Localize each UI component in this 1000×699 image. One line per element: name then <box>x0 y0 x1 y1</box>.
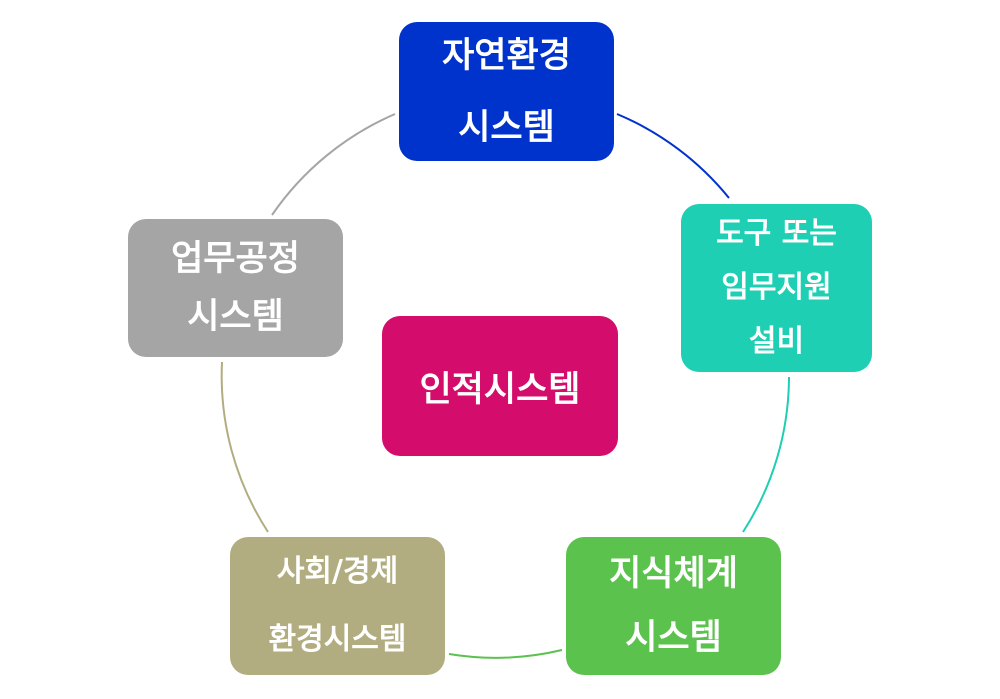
connector-natural-to-tools <box>616 113 730 199</box>
connector-social-to-work <box>220 361 269 533</box>
center-label: 인적시스템 <box>419 369 581 410</box>
node-label-line: 지식체계 <box>609 554 738 594</box>
node-label-line: 임무지원 <box>721 270 832 305</box>
connector-knowledge-to-social <box>448 649 563 659</box>
node-social-economic-system: 사회/경제 환경시스템 <box>230 537 445 675</box>
node-tools-equipment: 도구 또는 임무지원 설비 <box>681 204 872 372</box>
node-label-line: 사회/경제 <box>276 554 399 589</box>
node-label-line: 시스템 <box>458 107 555 148</box>
node-label-line: 자연환경 <box>442 35 571 76</box>
node-label-line: 시스템 <box>187 297 284 337</box>
node-label-line: 업무공정 <box>171 239 300 279</box>
node-work-process-system: 업무공정 시스템 <box>128 219 343 357</box>
connector-work-to-natural <box>271 113 396 216</box>
node-label-line: 시스템 <box>625 618 722 658</box>
node-knowledge-system: 지식체계 시스템 <box>566 537 781 675</box>
node-label-line: 도구 또는 <box>716 216 837 251</box>
node-label-line: 환경시스템 <box>268 622 407 657</box>
node-human-system-center: 인적시스템 <box>382 316 618 456</box>
node-natural-environment-system: 자연환경 시스템 <box>399 22 614 161</box>
node-label-line: 설비 <box>748 324 805 359</box>
connector-tools-to-knowledge <box>742 376 790 533</box>
